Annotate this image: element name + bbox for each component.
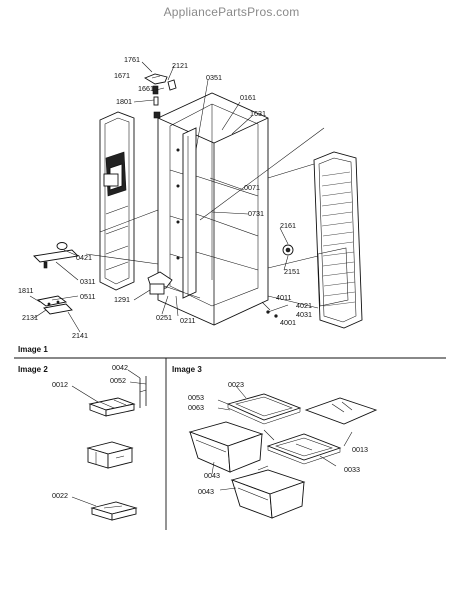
- freezer-tray-0022[interactable]: [90, 501, 138, 521]
- crisper-cover-0023[interactable]: [226, 393, 302, 425]
- label-1631: 1631: [250, 109, 266, 118]
- crisper-drawer-lower[interactable]: [230, 469, 306, 519]
- label-1801: 1801: [116, 97, 132, 106]
- label-1661: 1661: [138, 84, 154, 93]
- label-2141: 2141: [72, 331, 88, 340]
- screws-4001[interactable]: [266, 304, 289, 318]
- label-0043-upper: 0043: [204, 471, 220, 480]
- label-0351: 0351: [206, 73, 222, 82]
- section-image3-title: Image 3: [172, 365, 202, 374]
- label-0023: 0023: [228, 380, 244, 389]
- image1-group: 1761 2121 1671 1661 1801 0351 0161 1631 …: [18, 55, 363, 340]
- label-0063: 0063: [188, 403, 204, 412]
- label-4021: 4021: [296, 301, 312, 310]
- label-0311: 0311: [80, 277, 95, 286]
- freezer-door[interactable]: [99, 111, 135, 291]
- cabinet-liner[interactable]: [157, 92, 269, 326]
- image3-group: Image 3: [172, 365, 378, 519]
- glass-panel-0013[interactable]: [304, 397, 378, 425]
- label-2121: 2121: [172, 61, 188, 70]
- label-0731: 0731: [248, 209, 264, 218]
- label-0033: 0033: [344, 465, 360, 474]
- label-4001: 4001: [280, 318, 296, 327]
- label-1811: 1811: [18, 286, 33, 295]
- section-image1-title: Image 1: [18, 345, 48, 354]
- label-0421: 0421: [76, 253, 92, 262]
- label-0053: 0053: [188, 393, 204, 402]
- label-0052: 0052: [110, 376, 126, 385]
- freezer-shelf-0012[interactable]: [88, 397, 136, 417]
- crisper-drawer-upper[interactable]: [188, 421, 264, 473]
- label-0161: 0161: [240, 93, 256, 102]
- label-2151: 2151: [284, 267, 300, 276]
- part-0421[interactable]: [56, 242, 68, 250]
- label-0211: 0211: [180, 316, 195, 325]
- label-4031: 4031: [296, 310, 312, 319]
- lower-hinge-1291[interactable]: [147, 271, 201, 299]
- label-4011: 4011: [276, 293, 291, 302]
- watermark: AppliancePartsPros.com: [163, 5, 300, 19]
- label-0043-lower: 0043: [198, 487, 214, 496]
- label-0012: 0012: [52, 380, 68, 389]
- label-0251: 0251: [156, 313, 172, 322]
- freezer-basket[interactable]: [86, 441, 134, 469]
- label-0511: 0511: [80, 292, 95, 301]
- label-0071: 0071: [244, 183, 260, 192]
- label-1291: 1291: [114, 295, 130, 304]
- fresh-food-door[interactable]: [313, 151, 363, 329]
- section-image2-title: Image 2: [18, 365, 48, 374]
- label-2131: 2131: [22, 313, 38, 322]
- label-2161: 2161: [280, 221, 296, 230]
- rails-0042-0052[interactable]: [139, 376, 147, 408]
- crisper-cover-0033[interactable]: [266, 433, 342, 465]
- label-0022: 0022: [52, 491, 68, 500]
- bottom-hinge-left[interactable]: [33, 249, 79, 315]
- top-hinge-assembly[interactable]: [143, 73, 177, 119]
- roller-2161[interactable]: [282, 244, 294, 256]
- label-0013: 0013: [352, 445, 368, 454]
- image2-group: Image 2: [18, 363, 147, 521]
- label-1761: 1761: [124, 55, 140, 64]
- label-1671: 1671: [114, 71, 130, 80]
- label-0042: 0042: [112, 363, 128, 372]
